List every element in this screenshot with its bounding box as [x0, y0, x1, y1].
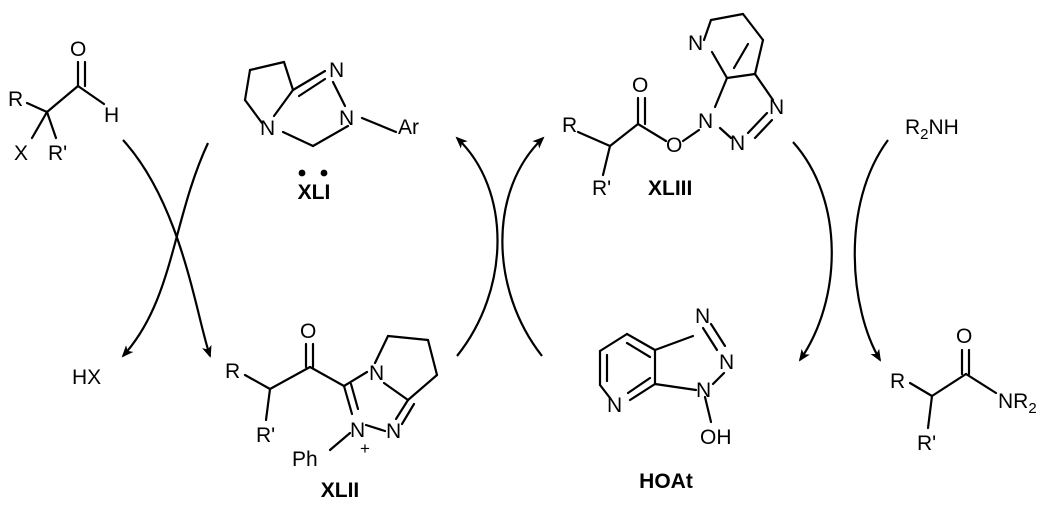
hoat-n-pyridine: N — [607, 394, 622, 417]
hoat-oh: OH — [700, 426, 732, 449]
aldehyde-r: R — [8, 88, 23, 111]
xlii-charge: + — [360, 439, 370, 458]
xliii-o-carbonyl: O — [632, 74, 648, 97]
xli-n-left: N — [260, 117, 275, 140]
xlii-o: O — [300, 320, 316, 343]
xliii-n-pyridine: N — [688, 32, 703, 55]
arrow-amine-to-amide — [853, 139, 889, 362]
xlii-rprime: R' — [256, 424, 275, 447]
acyl-azolium-xlii: R R' O N N + N Ph XLII — [225, 320, 439, 502]
xli-ar: Ar — [398, 116, 419, 139]
hoat: N N N N OH HOAt — [598, 305, 734, 493]
aldehyde-rprime: R' — [48, 142, 67, 165]
oat-ester-xliii: R R' O O N N N N XLIII — [562, 12, 784, 200]
xliii-n1: N — [698, 110, 713, 133]
amide-rprime: R' — [917, 432, 936, 455]
amide-o: O — [956, 325, 972, 348]
aldehyde-x: X — [14, 142, 28, 165]
nhc-xli: N N N Ar XLI — [243, 59, 419, 204]
arrow-hx-out — [121, 142, 209, 358]
xliii-n2: N — [730, 132, 745, 155]
xliii-label: XLIII — [648, 177, 692, 200]
xliii-rprime: R' — [592, 177, 611, 200]
amine-reagent: R2NH — [905, 116, 959, 143]
arrow-hoat-to-xliii — [501, 136, 545, 357]
xlii-n-plus: N — [350, 419, 365, 442]
arrow-xlii-to-xli — [455, 136, 499, 357]
xli-label: XLI — [298, 181, 331, 204]
xlii-n-ring: N — [369, 362, 384, 385]
alpha-halo-aldehyde: R X R' O H — [8, 38, 119, 165]
reaction-arrows — [121, 136, 889, 362]
xlii-n-low: N — [386, 420, 401, 443]
xlii-label: XLII — [321, 479, 360, 502]
xlii-ph: Ph — [292, 448, 318, 471]
xliii-o-ester: O — [666, 134, 682, 157]
xlii-r: R — [225, 360, 240, 383]
amide-nr2: NR2 — [998, 390, 1037, 417]
hoat-n-bot: N — [696, 379, 711, 402]
hx-byproduct: HX — [72, 366, 101, 389]
hoat-label: HOAt — [639, 470, 693, 493]
xliii-r: R — [562, 114, 577, 137]
hoat-n-mid: N — [719, 351, 734, 374]
aldehyde-o: O — [70, 38, 86, 61]
hoat-n-top: N — [695, 305, 710, 328]
xli-n-top: N — [329, 59, 344, 82]
arrow-xliii-to-hoat — [792, 141, 833, 362]
aldehyde-h: H — [104, 104, 119, 127]
arrow-aldehyde-in — [122, 139, 212, 358]
amide-product: R R' O NR2 — [890, 325, 1037, 455]
amide-r: R — [890, 370, 905, 393]
xli-n-right: N — [339, 107, 354, 130]
xliii-n3: N — [769, 96, 784, 119]
